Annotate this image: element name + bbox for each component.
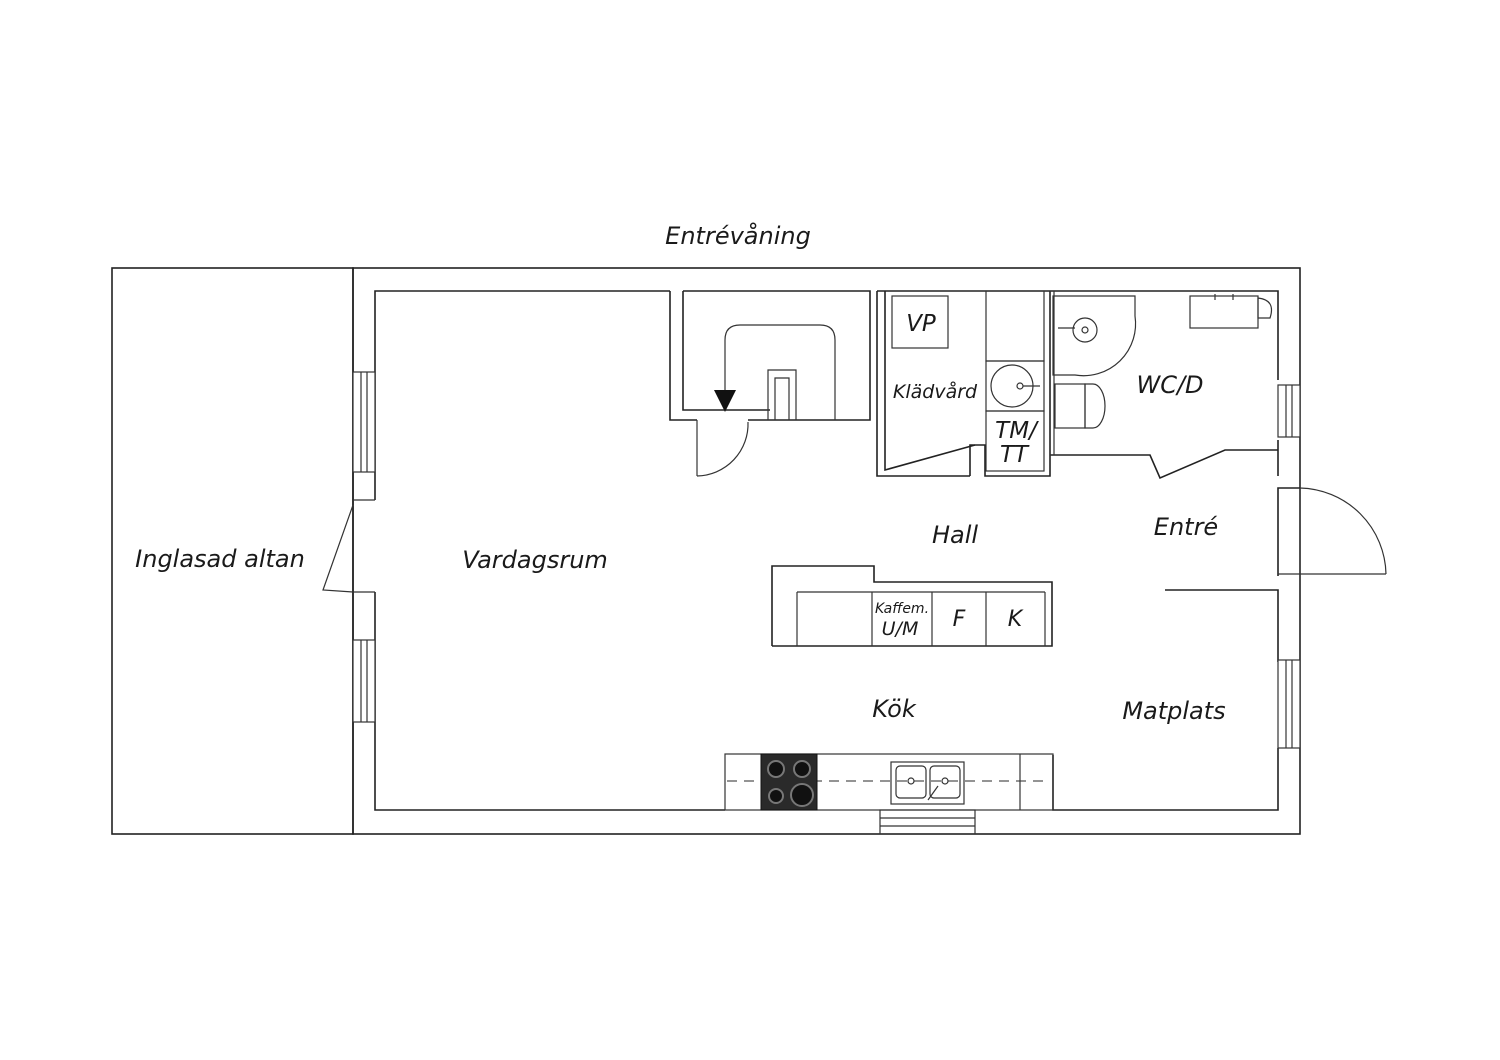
left-window-lower xyxy=(352,639,376,723)
fixture-label-kaffem: Kaffem. xyxy=(875,601,929,617)
sink-icon xyxy=(890,761,965,805)
stove-icon xyxy=(760,753,818,811)
floor-title: Entrévåning xyxy=(665,221,811,250)
fixture-label-k: K xyxy=(1008,607,1024,632)
right-window-lower xyxy=(1277,659,1301,749)
room-label-matplats: Matplats xyxy=(1122,697,1225,725)
fixture-label-f: F xyxy=(953,607,966,632)
stair-arrow-icon xyxy=(714,390,736,412)
room-label-wc-d: WC/D xyxy=(1136,371,1203,399)
altan-door xyxy=(322,499,375,593)
room-label-inglasad-altan: Inglasad altan xyxy=(135,545,305,573)
fixture-label-vp: VP xyxy=(906,311,936,337)
fixture-label-tt: TT xyxy=(1000,442,1030,468)
fixture-label-tm: TM/ xyxy=(995,418,1039,444)
room-label-vardagsrum: Vardagsrum xyxy=(462,546,608,574)
room-label-kok: Kök xyxy=(872,695,917,723)
room-label-entre: Entré xyxy=(1154,513,1218,541)
room-label-hall: Hall xyxy=(932,521,978,549)
staircase xyxy=(669,290,871,477)
bathroom xyxy=(1049,290,1278,480)
fixture-label-um: U/M xyxy=(882,618,919,640)
entrance-door xyxy=(1278,487,1387,576)
kitchen-counter xyxy=(724,753,1054,811)
laundry-room xyxy=(876,290,1052,477)
right-window-upper xyxy=(1277,384,1301,438)
left-window-upper xyxy=(352,371,376,473)
room-label-kladvard: Klädvård xyxy=(893,380,978,403)
kitchen-island xyxy=(771,565,1053,647)
